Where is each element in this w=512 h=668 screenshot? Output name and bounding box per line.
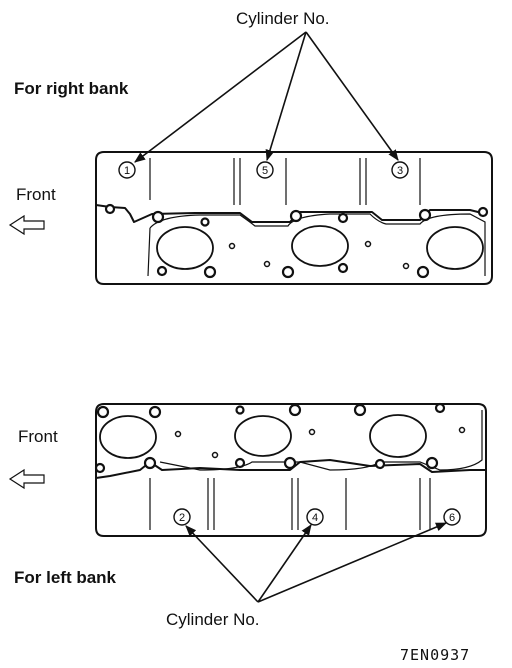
bottom-front-arrow-icon [8,468,45,490]
right-bank-cylinder-head [95,151,493,285]
top-cylinder-callout: Cylinder No. [236,9,330,28]
svg-text:2: 2 [179,512,185,524]
top-callout-leaders [134,31,399,163]
svg-text:5: 5 [262,165,268,177]
cylinder-number-3: 3 [391,161,409,179]
bottom-cylinder-callout: Cylinder No. [166,610,260,629]
cylinder-number-2: 2 [173,508,191,526]
top-front-label: Front [16,185,56,204]
svg-text:6: 6 [449,512,455,524]
cylinder-number-5: 5 [256,161,274,179]
left-bank-cylinder-head [94,402,487,537]
top-front-arrow-icon [8,214,45,236]
left-bank-label: For left bank [14,568,117,587]
bottom-front-label: Front [18,427,58,446]
figure-code: 7EN0937 [400,646,470,664]
cylinder-number-1: 1 [118,161,136,179]
svg-text:3: 3 [397,165,403,177]
svg-text:1: 1 [124,165,130,177]
cylinder-number-6: 6 [443,508,461,526]
right-bank-label: For right bank [14,79,129,98]
svg-text:4: 4 [312,512,318,524]
bottom-callout-leaders [185,522,448,603]
cylinder-number-4: 4 [306,508,324,526]
